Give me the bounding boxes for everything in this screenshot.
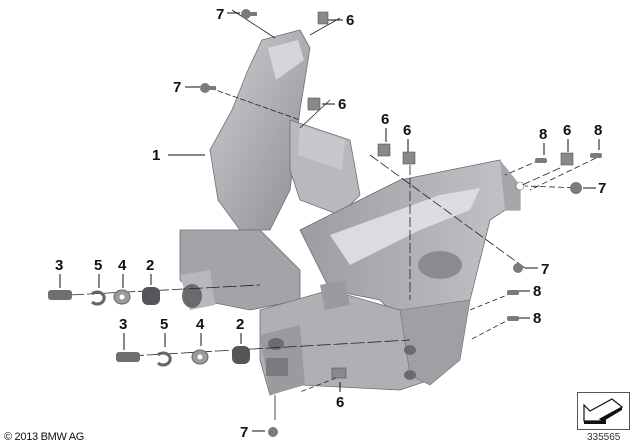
callout-label-7[interactable]: 7 (216, 6, 225, 23)
callout-label-7[interactable]: 7 (173, 79, 182, 96)
callout-label-8[interactable]: 8 (594, 122, 603, 139)
hardware (48, 9, 602, 437)
copyright-text: © 2013 BMW AG (4, 431, 85, 443)
callout-stubs (59, 12, 600, 432)
callout-label-5[interactable]: 5 (160, 316, 169, 333)
callout-label-8[interactable]: 8 (533, 310, 542, 327)
callout-label-6[interactable]: 6 (403, 122, 412, 139)
callout-label-7[interactable]: 7 (598, 180, 607, 197)
callout-label-8[interactable]: 8 (539, 126, 548, 143)
main-bracket[interactable] (179, 29, 525, 396)
callout-label-4[interactable]: 4 (196, 316, 205, 333)
callout-label-1[interactable]: 1 (152, 147, 161, 164)
leader-lines (69, 9, 597, 420)
callout-label-8[interactable]: 8 (533, 283, 542, 300)
navigate-back-button[interactable] (577, 392, 630, 430)
callout-label-6[interactable]: 6 (381, 111, 390, 128)
callout-label-3[interactable]: 3 (55, 257, 64, 274)
callout-label-4[interactable]: 4 (118, 257, 127, 274)
callout-label-7[interactable]: 7 (541, 261, 550, 278)
callout-label-6[interactable]: 6 (346, 12, 355, 29)
callout-label-6[interactable]: 6 (338, 96, 347, 113)
callout-label-7[interactable]: 7 (240, 424, 249, 441)
document-number: 335565 (587, 432, 621, 443)
callout-label-6[interactable]: 6 (336, 394, 345, 411)
callout-label-2[interactable]: 2 (236, 316, 245, 333)
callout-label-6[interactable]: 6 (563, 122, 572, 139)
callout-label-2[interactable]: 2 (146, 257, 155, 274)
callout-label-5[interactable]: 5 (94, 257, 103, 274)
callout-label-3[interactable]: 3 (119, 316, 128, 333)
bolt-part-3 (48, 290, 72, 300)
arrow-left-down-icon (583, 398, 624, 424)
bolt-part-3 (116, 352, 140, 362)
